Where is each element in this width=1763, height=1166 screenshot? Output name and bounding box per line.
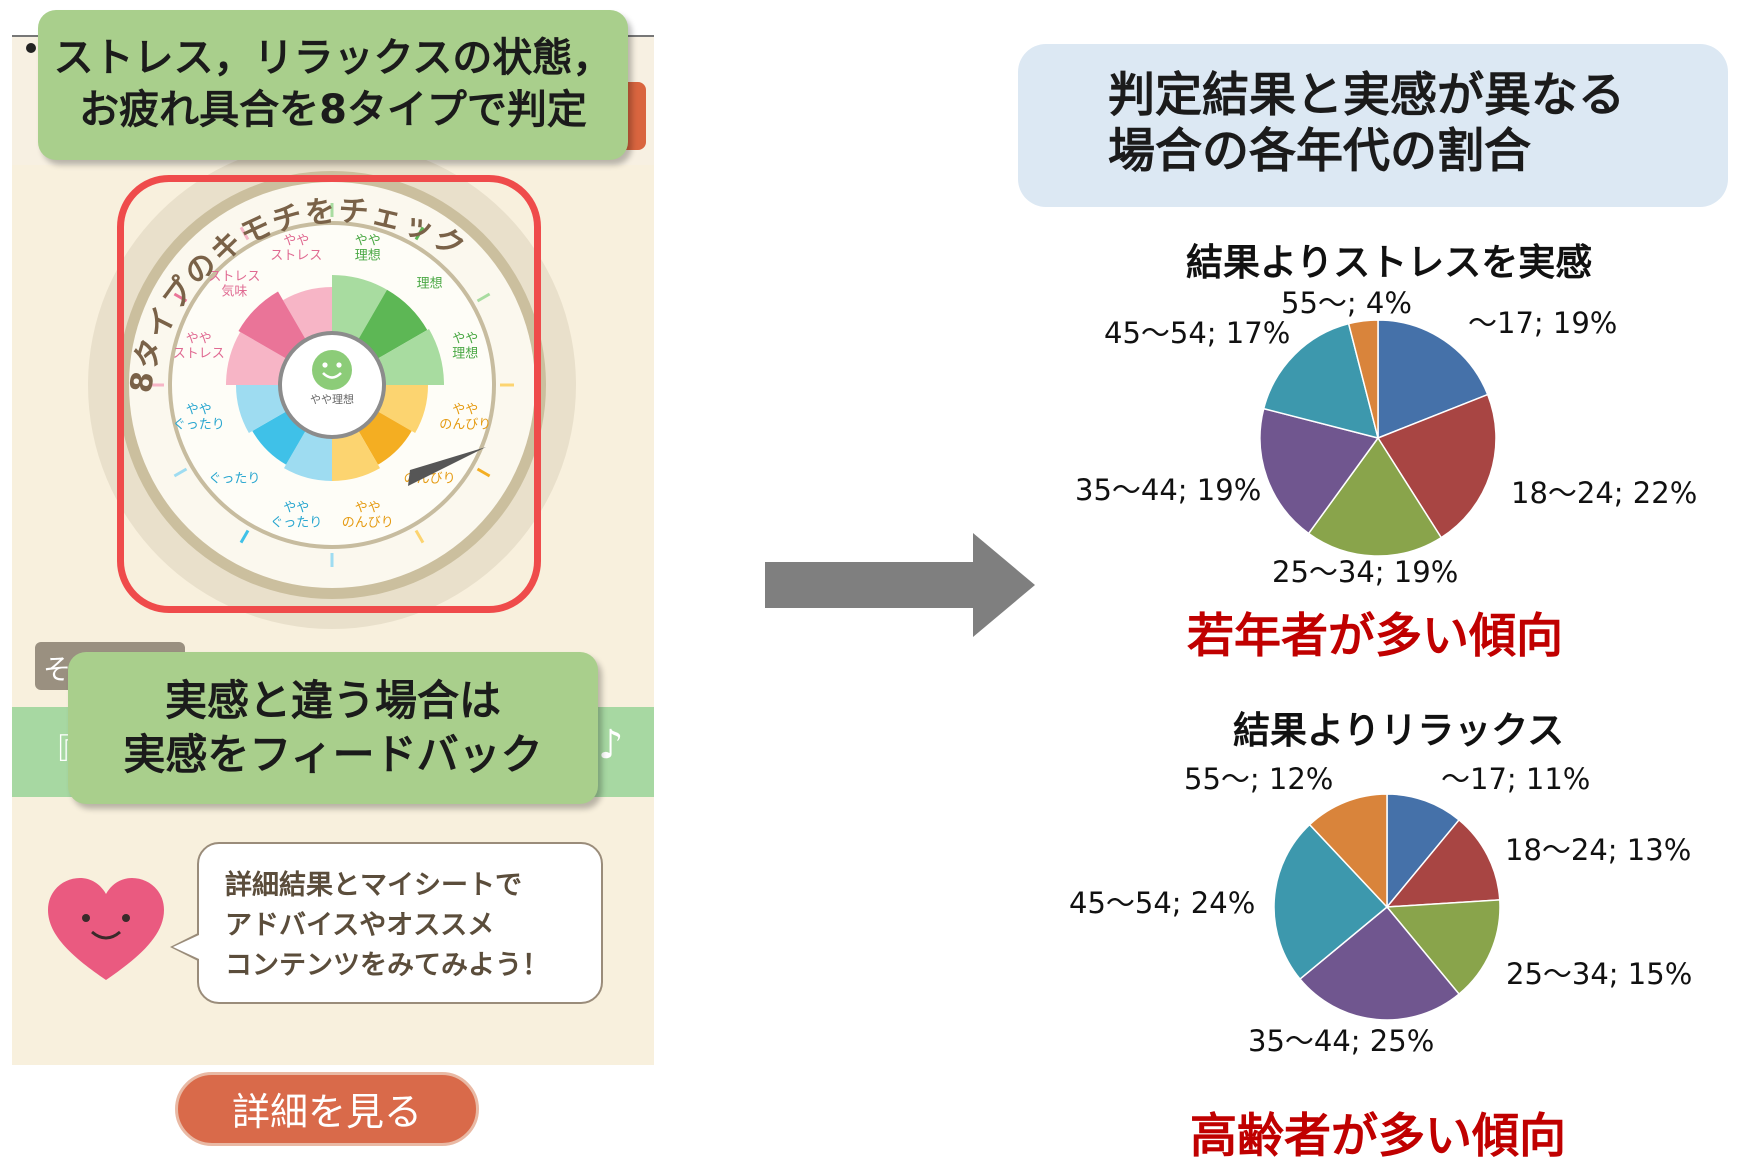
wheel-segments [226,275,444,481]
wheel-tick-0 [239,226,250,241]
arrow-right-icon [765,533,1035,637]
speech-bubble-tail-fill [173,935,199,959]
wheel-segment-3[interactable] [371,329,444,385]
callout-feedback: 実感と違う場合は 実感をフィードバック [68,652,598,804]
wheel-label-4: ややのんびり [439,403,491,433]
wheel-label-11: ストレス気味 [208,269,260,299]
callout-feedback-line2: 実感をフィードバック [123,730,543,779]
pie2-slice-5 [1308,793,1388,909]
result-title-line2: 場合の各年代の割合 [1108,124,1531,179]
chart2-label-45-54: 45～54; 24% [1069,886,1256,920]
wheel-label-1: やや理想 [355,234,381,264]
callout-judgement-line1: ストレス，リラックスの状態， [53,35,613,81]
pie2-slice-2 [1385,899,1501,996]
smiley-eye-left [322,362,328,368]
speech-bubble: 詳細結果とマイシートで アドバイスやオススメ コンテンツをみてみよう！ [197,842,603,1004]
chart1-title: 結果よりストレスを実感 [1186,241,1593,284]
wheel-tick-11 [173,292,188,303]
chart2-trend: 高齢者が多い傾向 [1190,1109,1566,1164]
callout-judgement-line2: お疲れ具合を8タイプで判定 [79,87,587,133]
smiley-icon [312,350,352,390]
wheel-segment-0[interactable] [283,287,332,346]
bubble-line1: 詳細結果とマイシートで [225,870,522,901]
callout-feedback-line1: 実感と違う場合は [164,676,501,725]
heart-mascot-icon [48,878,164,980]
section-tag-text: そ [43,653,72,686]
wheel-label-8: ぐったり [208,472,260,487]
wheel-tick-6 [414,529,425,544]
callout-judgement: ストレス，リラックスの状態， お疲れ具合を8タイプで判定 [38,10,628,160]
wheel-center-label: やや理想 [310,392,354,406]
smiley-eye-right [336,362,342,368]
pie-chart-relax [1273,793,1501,1021]
result-title-line1: 判定結果と実感が異なる [1108,68,1625,123]
wheel-segment-2[interactable] [355,289,428,362]
wheel-label-0: ややストレス [270,234,322,264]
pie1-slice-3 [1259,407,1380,535]
wheel-tick-8 [239,529,250,544]
chart2-label-18-24: 18～24; 13% [1505,833,1692,867]
bubble-line3: コンテンツをみてみよう！ [225,950,549,981]
bullet-dot [26,43,36,53]
wheel-label-6: ややのんびり [342,500,394,530]
pie1-slice-4 [1262,322,1380,440]
pie1-slice-1 [1376,393,1497,539]
wheel-segment-6[interactable] [332,424,380,481]
pie1-slice-0 [1377,319,1489,440]
wheel-labels: ややストレスやや理想理想やや理想ややのんびりのんびりややのんびりややぐったりぐっ… [173,234,492,531]
wheel-label-9: ややぐったり [173,403,225,433]
wheel-segment-1[interactable] [332,275,387,346]
pie1-slice-5 [1347,319,1379,439]
wheel-needle [408,447,486,486]
wheel-highlight-frame [117,175,541,613]
music-note-icon: ♪ [598,722,624,768]
chart2-label-35-44: 35～44; 25% [1248,1024,1435,1058]
result-title-box: 判定結果と実感が異なる 場合の各年代の割合 [1018,44,1728,207]
wheel-segment-10[interactable] [226,332,293,385]
chart1-label-35-44: 35～44; 19% [1075,473,1262,507]
wheel-label-3: やや理想 [452,331,478,361]
wheel-segment-7[interactable] [284,424,332,481]
chart1-label-25-34: 25～34; 19% [1272,555,1459,589]
smiley-mouth [322,372,342,379]
wheel-tick-9 [173,467,188,478]
wheel-segment-9[interactable] [236,385,293,433]
view-details-button[interactable]: 詳細を見る [175,1072,479,1146]
chart2-label-55plus: 55～; 12% [1184,762,1334,796]
wheel-tick-5 [476,467,491,478]
mood-wheel[interactable]: ややストレスやや理想理想やや理想ややのんびりのんびりややのんびりややぐったりぐっ… [72,150,592,670]
wheel-label-2: 理想 [417,275,443,291]
pie1-slice-2 [1307,436,1443,557]
chart1-trend: 若年者が多い傾向 [1187,609,1563,664]
wheel-segment-11[interactable] [238,291,309,362]
chart2-label-under17: ～17; 11% [1441,762,1591,796]
bubble-line2: アドバイスやオススメ [225,910,495,941]
wheel-segment-4[interactable] [371,385,428,433]
pie-chart-stress [1259,319,1497,557]
wheel-tick-3 [476,292,491,303]
chart1-label-45-54: 45～54; 17% [1104,316,1291,350]
pie2-slice-0 [1386,793,1461,910]
wheel-ticks [150,203,514,567]
wheel-label-10: ややストレス [173,331,225,361]
pie2-slice-1 [1385,818,1501,908]
wheel-tick-2 [414,226,425,241]
chart1-label-55plus: 55～; 4% [1281,286,1412,320]
chart2-label-25-34: 25～34; 15% [1506,957,1693,991]
wheel-label-7: ややぐったり [270,500,322,530]
chart1-label-18-24: 18～24; 22% [1511,476,1698,510]
chart1-label-under17: ～17; 19% [1468,306,1618,340]
pie2-slice-4 [1273,823,1389,981]
pie2-slice-3 [1298,905,1461,1021]
chart2-title: 結果よりリラックス [1233,709,1565,752]
